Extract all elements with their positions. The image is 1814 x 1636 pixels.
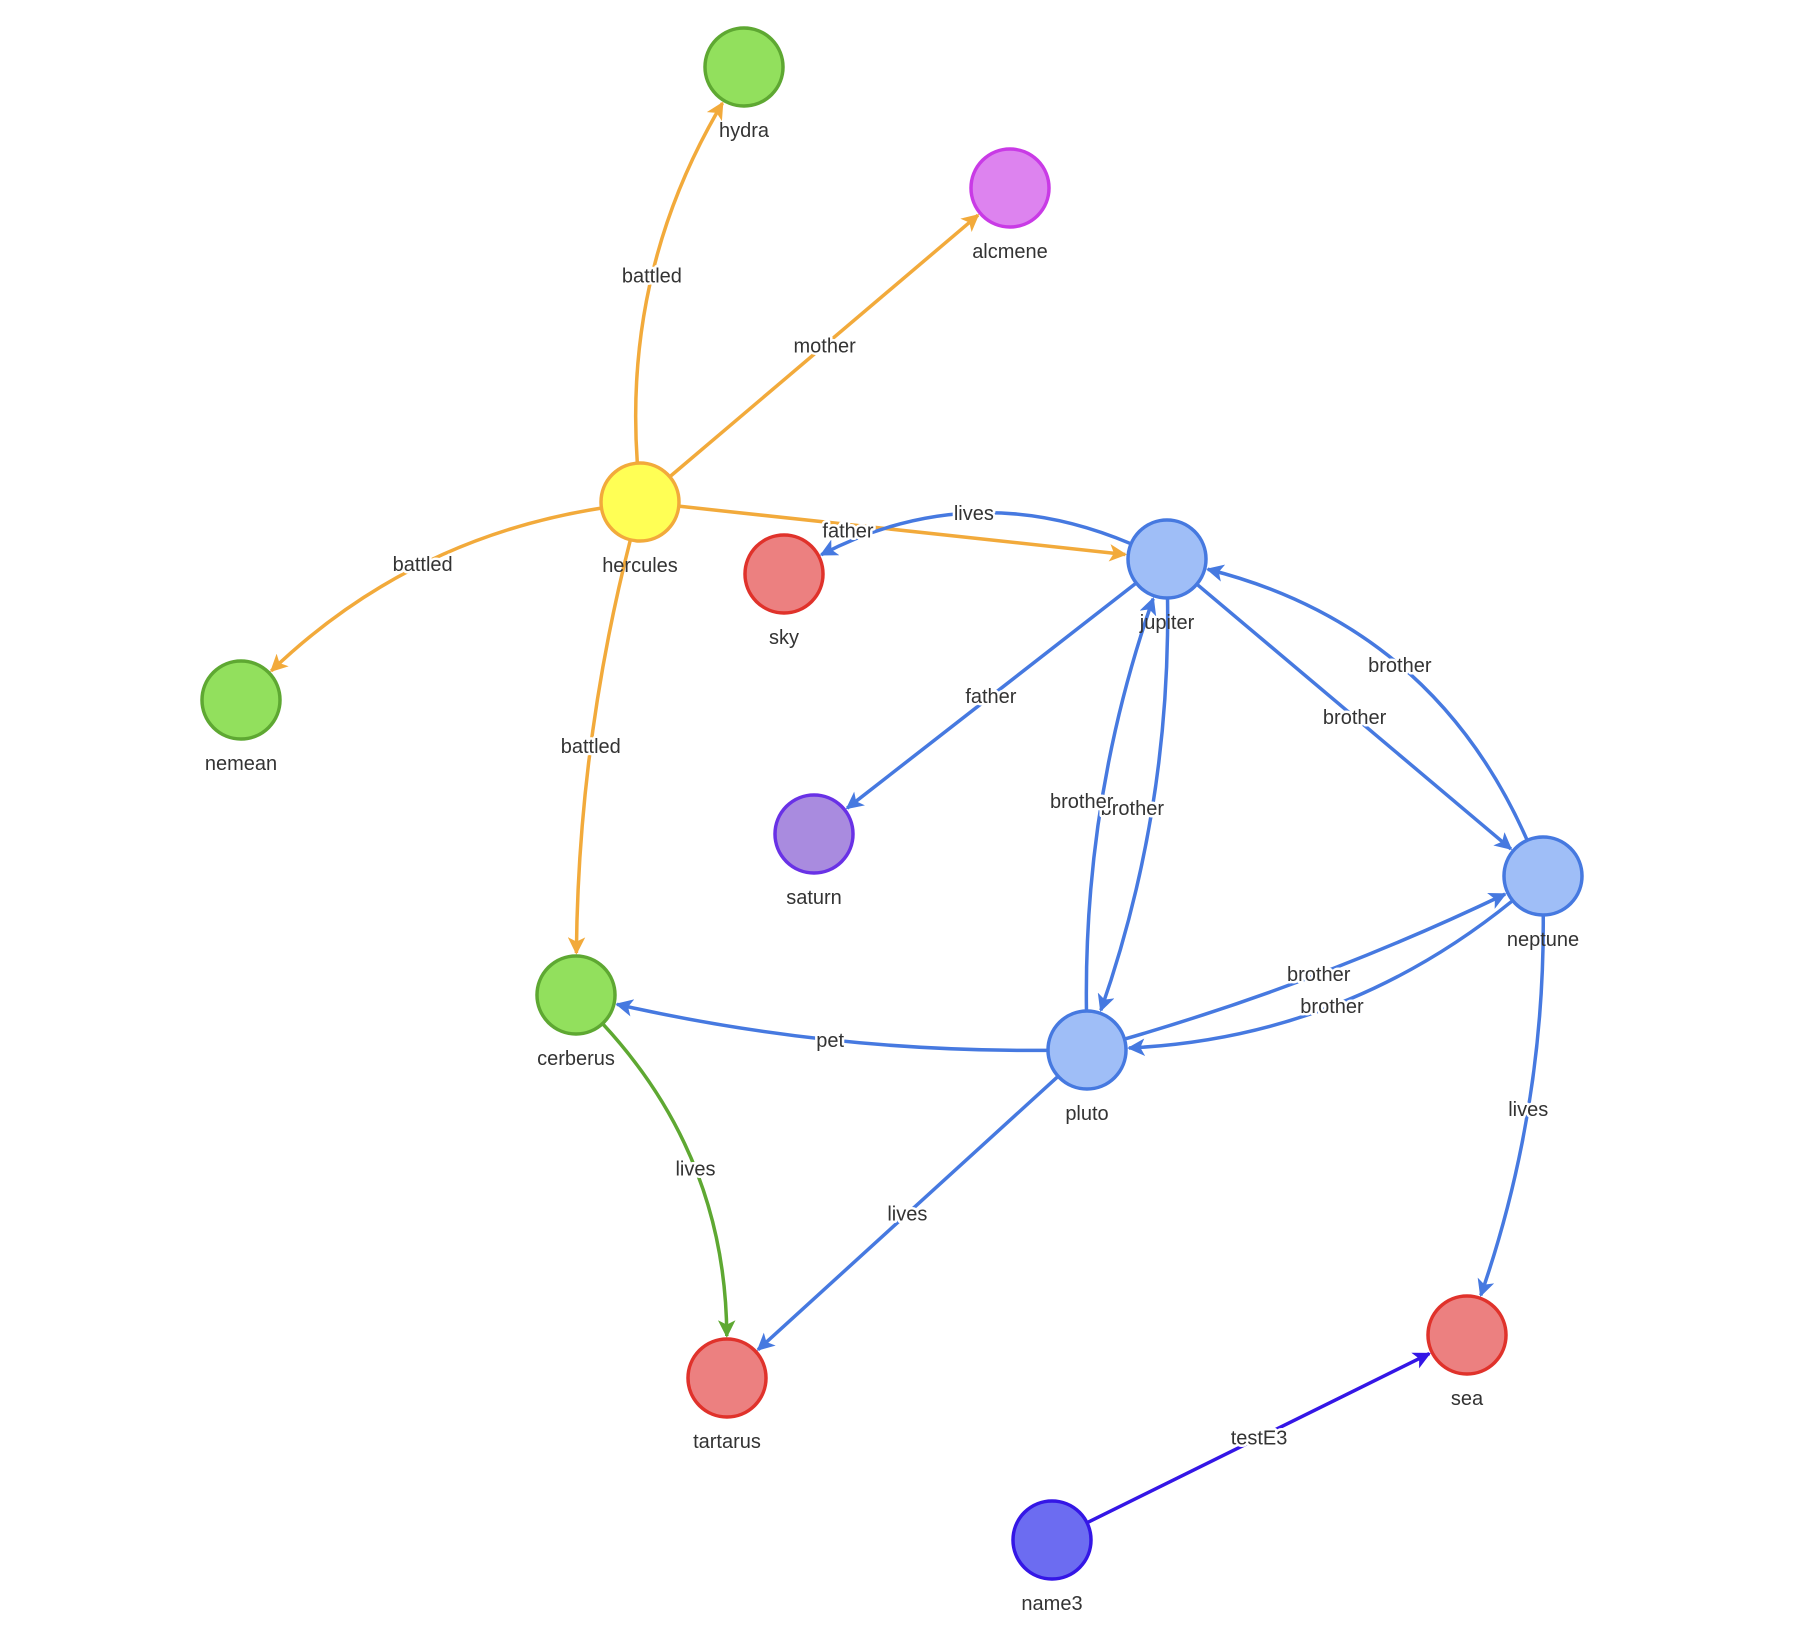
e-pluto-neptune-edge[interactable] [1124,892,1507,1041]
node-cerberus[interactable]: cerberus [535,954,617,1070]
node-label-hydra: hydra [719,120,770,142]
e-cerberus-tartarus-label: lives [675,1159,715,1181]
node-circle-name3[interactable] [1011,1499,1093,1581]
e-hercules-hydra-label: battled [622,265,682,287]
e-jupiter-pluto-label: brother [1101,798,1165,820]
edges-layer [270,101,1546,1524]
e-pluto-cerberus-edge[interactable] [615,999,1048,1053]
node-label-tartarus: tartarus [693,1431,761,1453]
e-hercules-nemean-edge[interactable] [270,506,601,673]
node-label-saturn: saturn [786,887,842,909]
node-circle-tartarus[interactable] [686,1337,768,1419]
e-cerberus-tartarus-edge[interactable] [601,1023,736,1338]
node-label-jupiter: jupiter [1139,612,1195,634]
e-neptune-pluto-edge[interactable] [1127,899,1514,1056]
node-neptune[interactable]: neptune [1502,835,1584,951]
e-hercules-alcmene-label: mother [793,335,856,357]
node-circle-neptune[interactable] [1502,835,1584,917]
e-hercules-cerberus-label: battled [561,736,621,758]
nodes-layer: hydra alcmene hercules sky jupiter nemean satu… [200,26,1584,1615]
node-label-hercules: hercules [602,555,678,577]
node-circle-nemean[interactable] [200,659,282,741]
e-jupiter-saturn-edge[interactable] [845,582,1137,810]
e-name3-sea-edge[interactable] [1087,1352,1431,1524]
e-neptune-jupiter-label: brother [1368,655,1432,677]
e-neptune-jupiter-edge[interactable] [1206,564,1529,841]
e-pluto-jupiter-label: brother [1050,791,1114,813]
node-circle-pluto[interactable] [1046,1009,1128,1091]
node-circle-alcmene[interactable] [969,147,1051,229]
e-jupiter-neptune-edge[interactable] [1196,583,1513,851]
node-nemean[interactable]: nemean [200,659,282,775]
e-jupiter-sky-edge[interactable] [819,510,1131,557]
e-hercules-jupiter-edge[interactable] [679,504,1127,562]
e-name3-sea-label: testE3 [1231,1428,1288,1450]
node-label-neptune: neptune [1507,929,1579,951]
e-jupiter-neptune-label: brother [1323,707,1387,729]
node-saturn[interactable]: saturn [773,793,855,909]
node-sea[interactable]: sea [1426,1294,1508,1410]
e-hercules-hydra-edge[interactable] [633,101,724,463]
node-name3[interactable]: name3 [1011,1499,1093,1615]
e-pluto-cerberus-label: pet [816,1030,844,1052]
node-circle-sky[interactable] [743,533,825,615]
node-hydra[interactable]: hydra [703,26,785,142]
e-pluto-jupiter-edge[interactable] [1084,596,1157,1011]
node-alcmene[interactable]: alcmene [969,147,1051,263]
e-neptune-sea-edge[interactable] [1477,915,1546,1297]
node-label-name3: name3 [1021,1593,1082,1615]
e-pluto-tartarus-label: lives [887,1204,927,1226]
node-sky[interactable]: sky [743,533,825,649]
edge-labels-layer: battled mother battled battled father lives fa… [390,263,1551,1452]
node-tartarus[interactable]: tartarus [686,1337,768,1453]
e-jupiter-pluto-edge[interactable] [1097,598,1170,1013]
node-label-sea: sea [1451,1388,1484,1410]
node-circle-hydra[interactable] [703,26,785,108]
e-hercules-nemean-label: battled [393,554,453,576]
node-label-cerberus: cerberus [537,1048,615,1070]
e-hercules-jupiter-label: father [822,520,873,542]
e-hercules-alcmene-edge[interactable] [669,213,980,478]
e-hercules-cerberus-edge[interactable] [567,540,632,955]
e-jupiter-saturn-label: father [965,686,1016,708]
node-circle-saturn[interactable] [773,793,855,875]
node-hercules[interactable]: hercules [599,461,681,577]
e-neptune-pluto-label: brother [1300,996,1364,1018]
e-pluto-neptune-label: brother [1287,964,1351,986]
node-pluto[interactable]: pluto [1046,1009,1128,1125]
node-circle-sea[interactable] [1426,1294,1508,1376]
node-circle-hercules[interactable] [599,461,681,543]
e-jupiter-sky-label: lives [954,503,994,525]
node-jupiter[interactable]: jupiter [1126,518,1208,634]
node-circle-cerberus[interactable] [535,954,617,1036]
e-neptune-sea-label: lives [1508,1099,1548,1121]
node-label-nemean: nemean [205,753,277,775]
node-label-alcmene: alcmene [972,241,1048,263]
node-label-sky: sky [769,627,799,649]
node-label-pluto: pluto [1065,1103,1108,1125]
e-pluto-tartarus-edge[interactable] [756,1075,1059,1352]
node-circle-jupiter[interactable] [1126,518,1208,600]
